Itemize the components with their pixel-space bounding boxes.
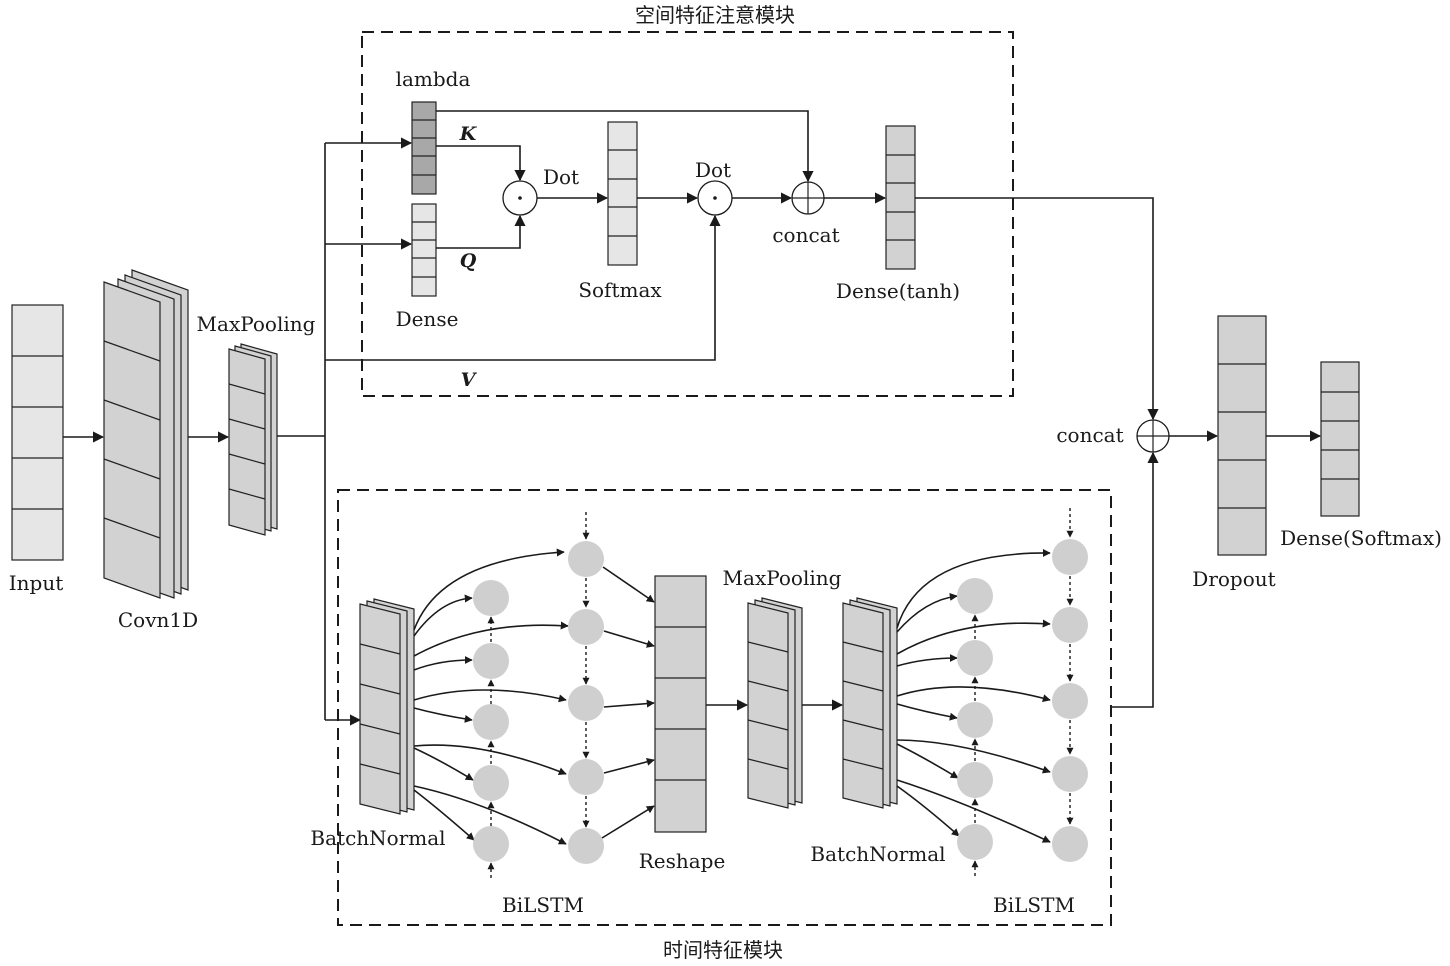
input-layer (11, 304, 64, 561)
dense-label: Dense (396, 307, 459, 331)
bilstm-1-backward-column (473, 580, 509, 878)
lambda-label: lambda (396, 67, 471, 91)
reshape-label: Reshape (639, 849, 726, 873)
arrow-v-to-dot (325, 214, 721, 361)
bilstm-1-label: BiLSTM (502, 893, 584, 917)
dot-2-label: Dot (695, 158, 731, 182)
maxpooling-temporal-label: MaxPooling (723, 566, 842, 590)
batchnormal-2-layer (842, 597, 898, 809)
dense-softmax-label: Dense(Softmax) (1280, 526, 1442, 550)
spatial-attention-module-title: 空间特征注意模块 (635, 3, 795, 27)
dense-softmax-column (1320, 361, 1360, 517)
lambda-key-column (411, 101, 437, 195)
input-label: Input (9, 571, 64, 595)
value-symbol: V (461, 369, 478, 391)
bilstm-1-connections (413, 548, 569, 845)
arrow-spatial-to-final-concat (915, 197, 1159, 421)
spatial-attention-module-frame (361, 31, 1014, 397)
softmax-column (607, 121, 638, 266)
maxpooling-main-label: MaxPooling (197, 312, 316, 336)
conv1d-label: Covn1D (118, 608, 198, 632)
maxpooling-main-layer (228, 343, 278, 536)
bilstm-2-backward-column (957, 578, 993, 876)
arrow-lambda-to-concat (436, 110, 814, 183)
concat-node-top (791, 181, 825, 215)
dense-query-column (411, 203, 437, 297)
reshape-column (654, 575, 707, 833)
dropout-column (1217, 315, 1267, 556)
maxpooling-temporal-layer (747, 597, 803, 809)
dense-tanh-label: Dense(tanh) (836, 279, 960, 303)
key-symbol: K (459, 123, 478, 145)
dot-1-label: Dot (543, 165, 579, 189)
dense-tanh-column (885, 125, 916, 270)
dropout-label: Dropout (1192, 567, 1275, 591)
batchnormal-1-layer (359, 598, 415, 815)
bilstm-2-connections (896, 548, 1051, 843)
softmax-label: Softmax (578, 278, 662, 302)
bilstm-1-to-reshape-arrows (601, 566, 655, 839)
conv1d-layer (103, 269, 189, 599)
arrow-k-to-dot (436, 145, 526, 182)
concat-top-label: concat (772, 223, 839, 247)
batchnormal-2-label: BatchNormal (810, 842, 945, 866)
concat-node-final (1136, 419, 1170, 453)
batchnormal-1-label: BatchNormal (310, 826, 445, 850)
query-symbol: Q (460, 250, 477, 272)
bilstm-1-forward-column (568, 512, 604, 864)
bilstm-2-label: BiLSTM (993, 893, 1075, 917)
bilstm-2-forward-column (1052, 508, 1088, 862)
temporal-feature-module-title: 时间特征模块 (663, 938, 783, 962)
arrow-q-to-dot (436, 214, 526, 249)
arrow-temporal-to-final-concat (1111, 451, 1159, 708)
concat-final-label: concat (1056, 423, 1123, 447)
